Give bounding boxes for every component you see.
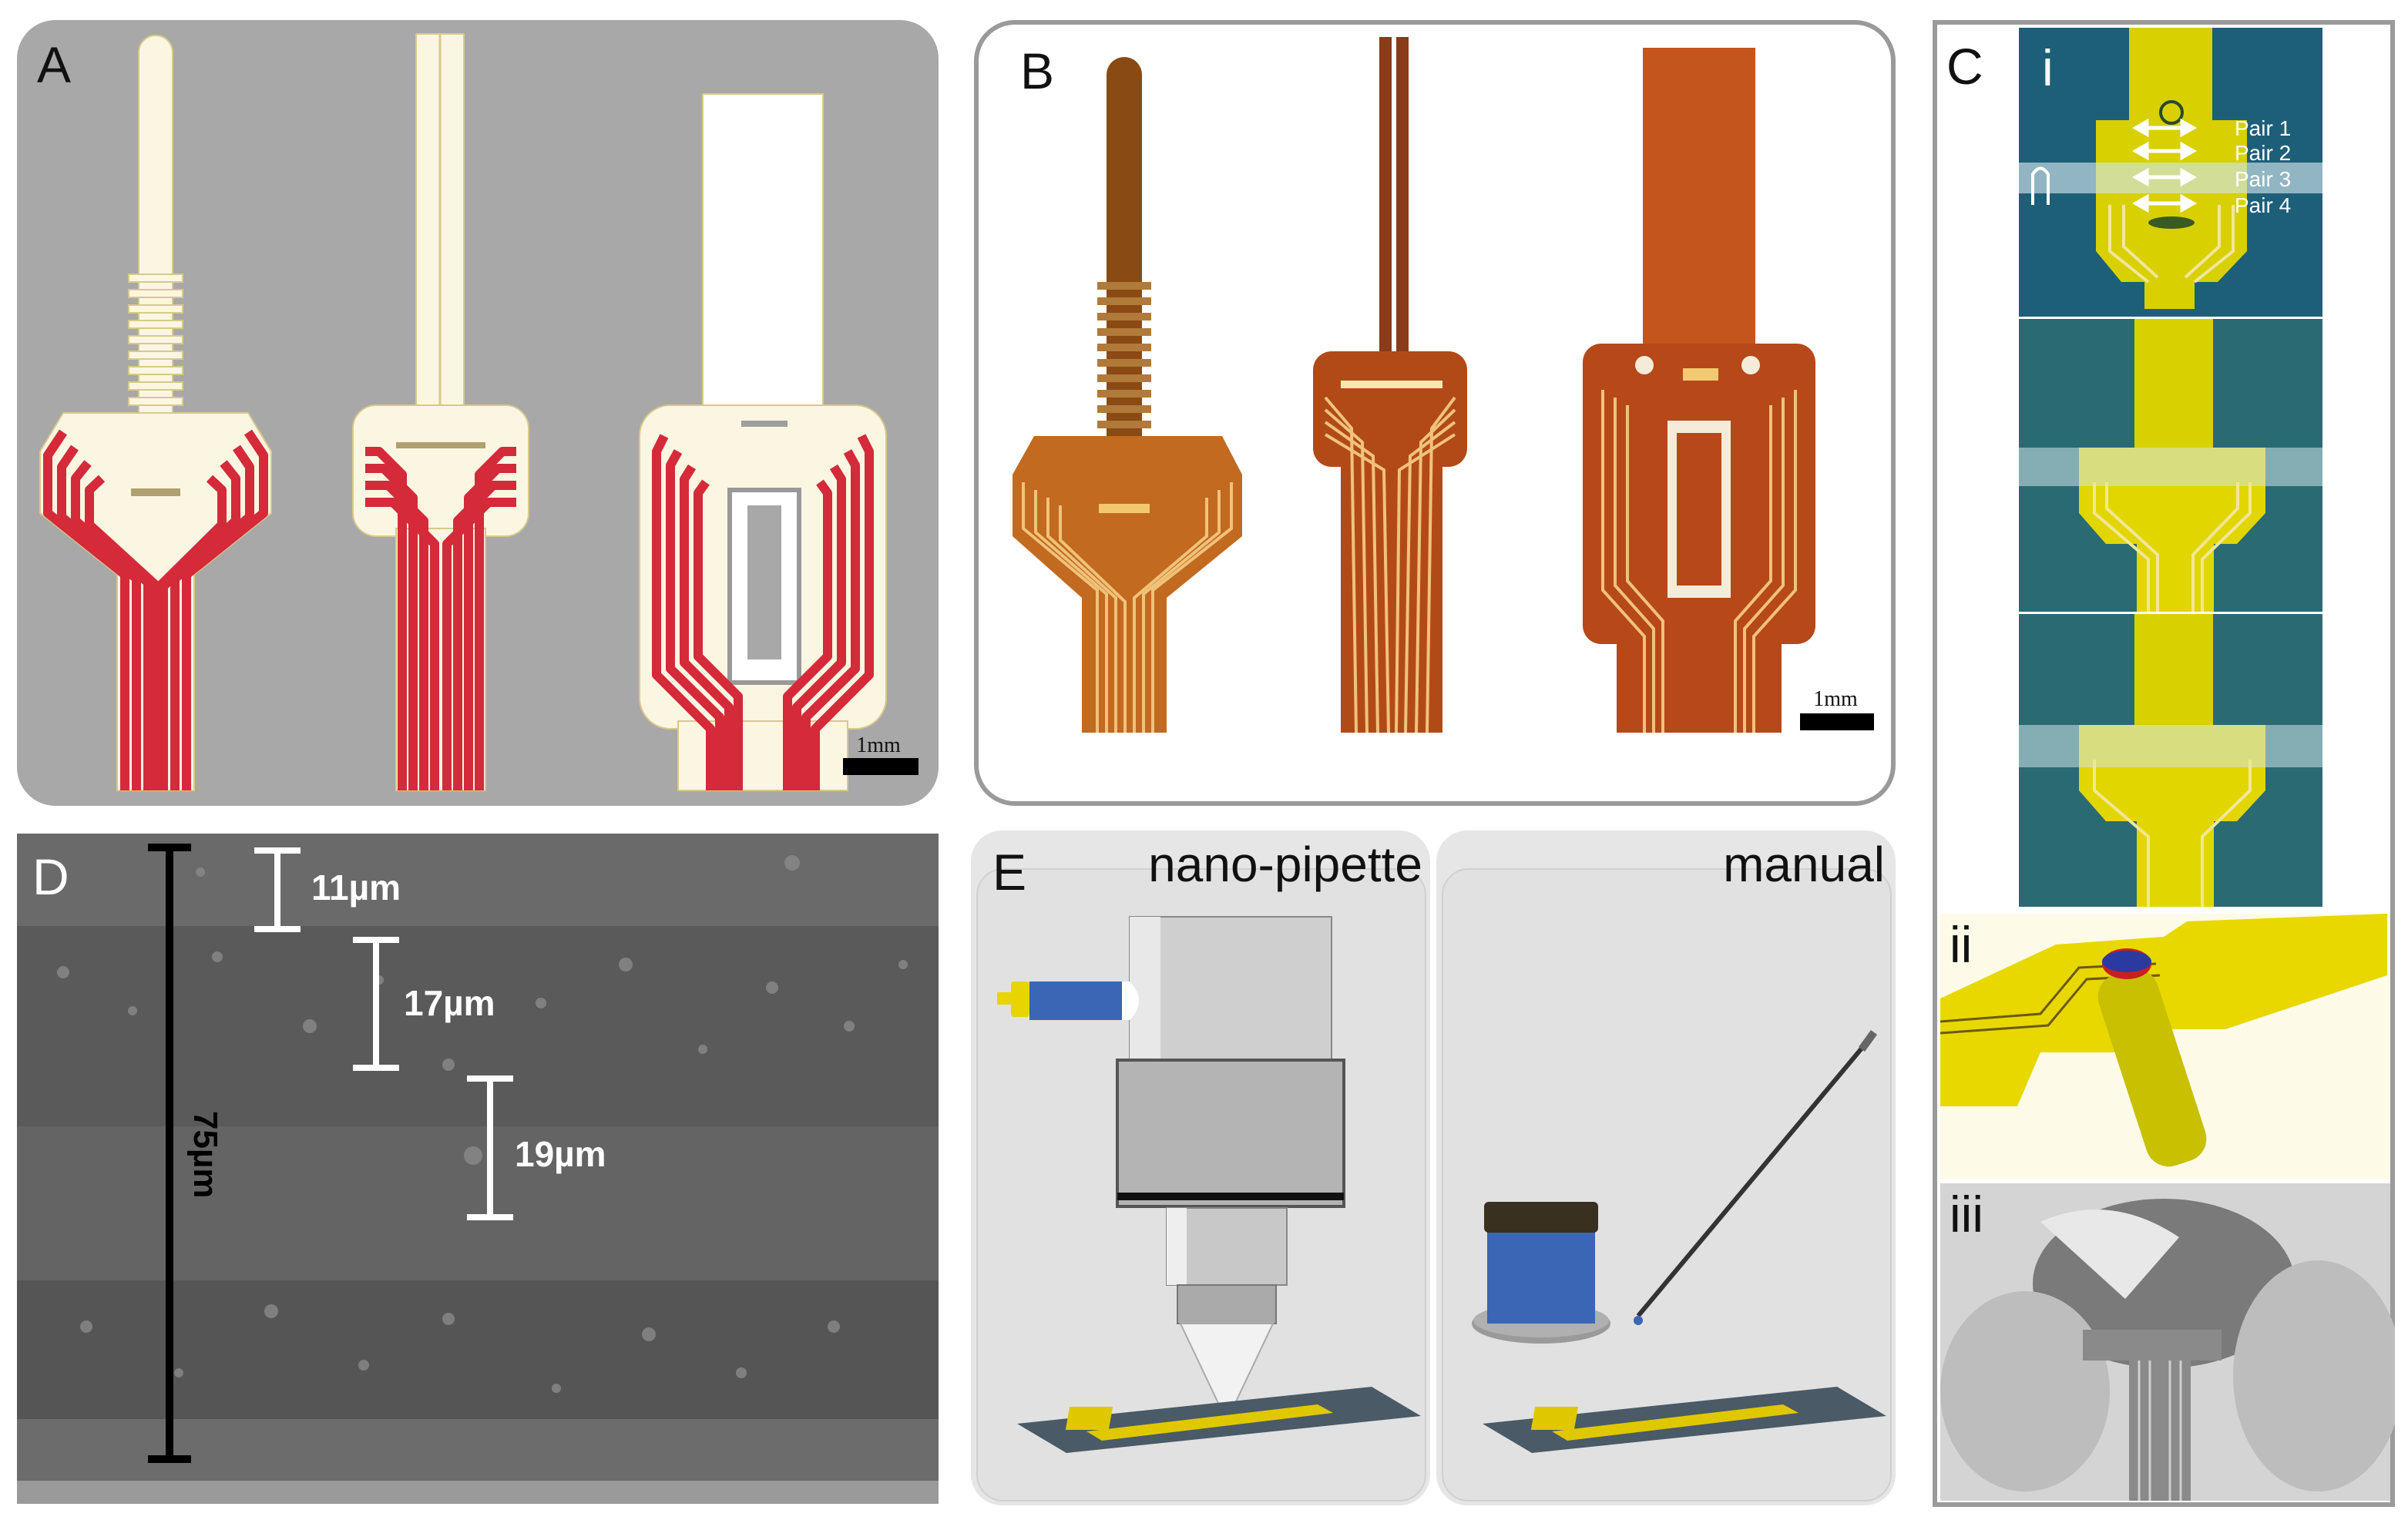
thickness-bar-layer-2: [353, 937, 399, 1071]
photo-c-ii: [1939, 914, 2390, 1179]
scale-bar-a: 1mm: [843, 733, 919, 775]
method-manual-label: manual: [1723, 837, 1885, 892]
thickness-bar-layer-1: [254, 847, 301, 932]
layer-2-thickness: 17µm: [404, 983, 495, 1023]
thickness-bar-layer-3: [467, 1075, 513, 1220]
panel-d-sem: 75µm 11µm 17µm 19µm: [17, 834, 939, 1504]
photo-c-i-top: Pair 1 Pair 2 Pair 3 Pair 4: [2019, 28, 2322, 317]
panel-c-photos: Pair 1 Pair 2 Pair 3 Pair 4: [1933, 20, 2395, 1507]
photo-c-i-middle: [2019, 319, 2322, 612]
pair-4-label: Pair 4: [2235, 193, 2291, 217]
panel-e-illustration: nano-pipette manual: [971, 830, 1896, 1505]
panel-d-label: D: [32, 848, 69, 905]
scale-bar-b-label: 1mm: [1813, 687, 1858, 711]
pair-2-label: Pair 2: [2235, 141, 2291, 165]
panel-a: 1mm A: [17, 20, 939, 806]
thickness-total-label: 75µm: [186, 1111, 224, 1198]
scale-bar-a-label: 1mm: [856, 733, 901, 757]
panel-c: Pair 1 Pair 2 Pair 3 Pair 4: [1933, 20, 2395, 1507]
photo-c-iii: [1940, 1183, 2395, 1501]
manual-vial-and-needle: [1472, 1030, 1878, 1344]
panel-a-label: A: [37, 36, 72, 93]
substrate-manual: [1483, 1387, 1886, 1453]
probe-design-1: [39, 35, 272, 791]
pair-1-label: Pair 1: [2235, 116, 2291, 140]
panel-c-ii-label: ii: [1950, 916, 1973, 973]
panel-c-label: C: [1946, 38, 1983, 95]
probe-design-2: [352, 33, 529, 791]
panel-c-i-label: i: [2042, 39, 2054, 96]
panel-a-figure: 1mm: [17, 20, 939, 806]
photo-c-i-bottom: [2019, 614, 2322, 907]
panel-d: 75µm 11µm 17µm 19µm D: [17, 834, 939, 1504]
panel-e: nano-pipette manual E: [971, 830, 1896, 1505]
panel-b-label: B: [1020, 42, 1055, 99]
nano-pipette-dispenser: [997, 916, 1345, 1424]
scale-bar-b: 1mm: [1800, 687, 1874, 730]
panel-b: 1mm B: [974, 20, 1896, 806]
thickness-bar-total: [148, 844, 191, 1463]
method-nano-pipette-label: nano-pipette: [1148, 837, 1422, 892]
panel-b-photo: 1mm: [974, 20, 1896, 806]
fabricated-probe-1: [1013, 57, 1242, 733]
substrate-nano-pipette: [1017, 1387, 1421, 1453]
fabricated-probe-2: [1313, 37, 1467, 733]
pair-3-label: Pair 3: [2235, 167, 2291, 191]
panel-c-iii-label: iii: [1950, 1186, 1983, 1243]
probe-design-3: [639, 93, 887, 791]
fabricated-probe-3: [1583, 48, 1815, 733]
rotation-arrow-icon: [2031, 166, 2050, 205]
panel-e-label: E: [992, 844, 1027, 901]
layer-3-thickness: 19µm: [515, 1134, 606, 1174]
layer-1-thickness: 11µm: [311, 867, 401, 908]
